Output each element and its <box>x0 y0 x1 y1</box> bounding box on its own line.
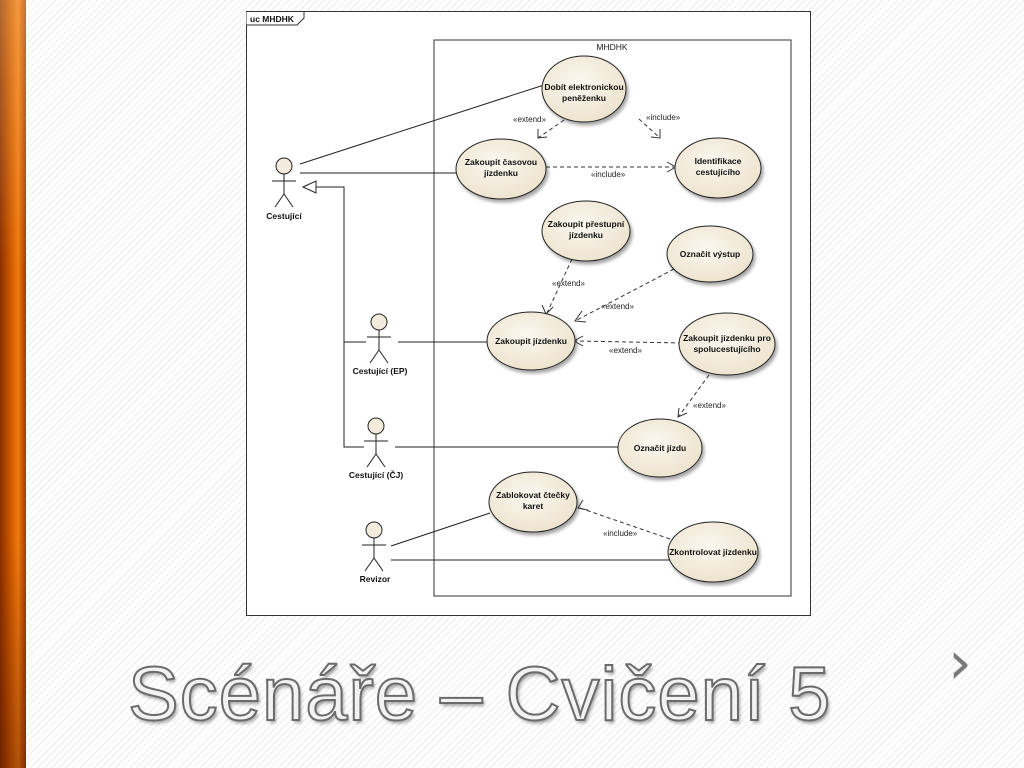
svg-text:Označit jízdu: Označit jízdu <box>634 443 686 453</box>
generalization-arrowhead <box>301 180 317 194</box>
rel-arrow-r1 <box>537 129 548 139</box>
svg-text:spolucestujícího: spolucestujícího <box>693 344 760 354</box>
svg-text:jízdenku: jízdenku <box>568 230 603 240</box>
svg-text:Zakoupit jízdenku pro: Zakoupit jízdenku pro <box>683 333 771 343</box>
rel-line-r1 <box>537 119 565 139</box>
rel-label-r3: «include» <box>591 170 626 179</box>
svg-text:Zakoupit přestupní: Zakoupit přestupní <box>548 219 625 229</box>
frame-tag-pentagon <box>246 11 305 26</box>
rel-line-r2 <box>638 118 661 139</box>
chevron-right-icon[interactable]: › <box>948 628 972 698</box>
svg-text:peněženku: peněženku <box>562 93 606 103</box>
svg-text:jízdenku: jízdenku <box>483 168 518 178</box>
rel-line-r8 <box>579 507 671 540</box>
frame-tag-label: uc MHDHK <box>250 14 295 24</box>
rel-line-r5 <box>576 268 675 321</box>
actor-cj-figure <box>364 417 388 468</box>
use-case-casova: Zakoupit časovou jízdenku <box>455 138 547 200</box>
rel-line-r4 <box>546 258 573 314</box>
svg-text:Zakoupit jízdenku: Zakoupit jízdenku <box>495 336 567 346</box>
use-case-zakoupit: Zakoupit jízdenku <box>486 311 576 371</box>
actor-revizor-figure <box>362 521 386 572</box>
rel-arrow-r8 <box>577 499 589 511</box>
actor-cestujici-label: Cestující <box>266 211 302 221</box>
rel-arrow-r7 <box>677 407 688 418</box>
assoc-revizor-zablokovat <box>390 512 491 547</box>
use-case-zablokovat: Zablokovat čtečky karet <box>488 471 578 533</box>
svg-text:karet: karet <box>523 501 543 511</box>
svg-text:Dobít elektronickou: Dobít elektronickou <box>544 82 623 92</box>
system-boundary-label: MHDHK <box>596 42 627 52</box>
rel-label-r1: «extend» <box>513 115 546 124</box>
svg-text:Zakoupit časovou: Zakoupit časovou <box>465 157 537 167</box>
rel-label-r7: «extend» <box>693 401 726 410</box>
rel-line-r6 <box>575 340 683 344</box>
rel-arrow-r2 <box>650 129 661 139</box>
actor-cestujici-figure <box>272 157 296 208</box>
rel-label-r8: «include» <box>603 529 638 538</box>
accent-side-bar <box>0 0 26 768</box>
rel-label-r5: «extend» <box>601 302 634 311</box>
actor-cj-label: Cestující (ČJ) <box>349 469 403 480</box>
rel-label-r4: «extend» <box>552 279 585 288</box>
svg-text:Identifikace: Identifikace <box>695 156 742 166</box>
slide-title: Scénáře – Cvičení 5 <box>127 651 832 738</box>
actor-revizor-label: Revizor <box>360 574 391 584</box>
use-case-diagram: uc MHDHK MHDHK <box>246 11 811 616</box>
use-case-identifikace: Identifikace cestujícího <box>674 137 762 199</box>
use-case-prestupni: Zakoupit přestupní jízdenku <box>541 200 631 262</box>
generalization-ep <box>316 186 366 343</box>
use-case-jizda: Označit jízdu <box>617 418 703 478</box>
system-boundary <box>433 39 792 597</box>
actor-ep-figure <box>367 313 391 364</box>
rel-line-r7 <box>678 374 710 417</box>
svg-text:Označit výstup: Označit výstup <box>680 249 740 259</box>
use-case-spolucestujici: Zakoupit jízdenku pro spolucestujícího <box>678 312 776 376</box>
rel-label-r6: «extend» <box>609 346 642 355</box>
svg-text:Zablokovat čtečky: Zablokovat čtečky <box>496 490 570 500</box>
use-case-zkontrolovat: Zkontrolovat jízdenku <box>667 521 759 583</box>
rel-arrow-r5 <box>574 310 587 323</box>
use-case-vystup: Označit výstup <box>666 225 754 283</box>
generalization-cj <box>343 342 364 448</box>
rel-label-r2: «include» <box>646 113 681 122</box>
svg-text:cestujícího: cestujícího <box>696 167 740 177</box>
svg-text:Zkontrolovat jízdenku: Zkontrolovat jízdenku <box>669 547 757 557</box>
use-case-dobit: Dobít elektronickou peněženku <box>541 55 627 123</box>
assoc-cestujici-dobit <box>299 84 545 165</box>
actor-ep-label: Cestující (EP) <box>353 366 408 376</box>
